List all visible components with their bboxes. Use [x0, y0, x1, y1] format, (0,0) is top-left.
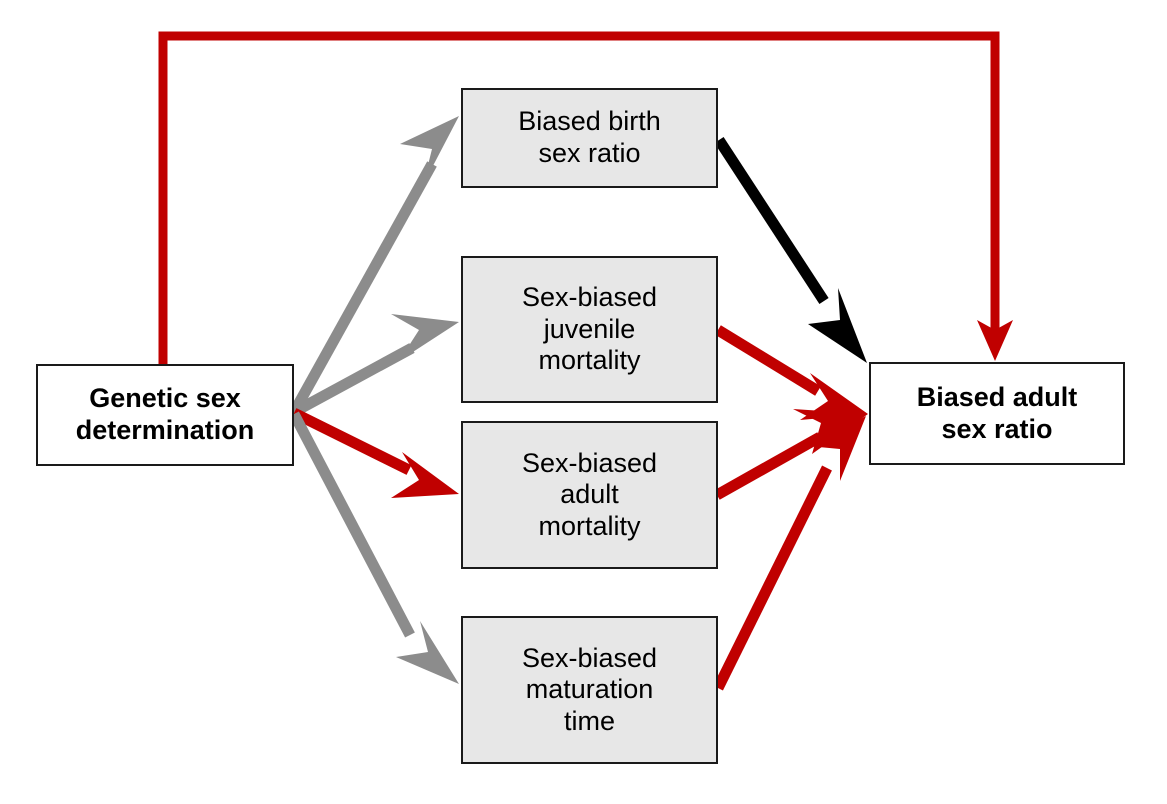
node-label: Biased adult sex ratio: [916, 381, 1078, 444]
node-sex-biased-juvenile-mortality[interactable]: Sex-biased juvenile mortality: [461, 256, 718, 403]
edge-maturation-to-asr: [713, 416, 866, 691]
edge-juvenile-to-asr: [715, 325, 868, 420]
node-genetic-sex-determination[interactable]: Genetic sex determination: [36, 364, 294, 466]
node-biased-adult-sex-ratio[interactable]: Biased adult sex ratio: [869, 362, 1125, 465]
edge-gsd-to-adult-mortality: [291, 408, 459, 498]
node-label: Sex-biased maturation time: [521, 642, 658, 736]
node-label: Sex-biased juvenile mortality: [521, 282, 658, 376]
edge-birth-to-asr: [714, 136, 867, 363]
node-label: Genetic sex determination: [75, 383, 255, 445]
edge-gsd-to-maturation: [289, 411, 459, 684]
edge-feedback-gsd-to-asr: [158, 31, 1013, 366]
node-label: Sex-biased adult mortality: [521, 447, 658, 541]
edge-gsd-to-birth: [289, 116, 459, 415]
node-sex-biased-adult-mortality[interactable]: Sex-biased adult mortality: [461, 421, 718, 569]
edge-adult-mortality-to-asr: [714, 409, 868, 500]
node-label: Biased birth sex ratio: [518, 106, 661, 168]
node-biased-birth-sex-ratio[interactable]: Biased birth sex ratio: [461, 88, 718, 188]
node-sex-biased-maturation-time[interactable]: Sex-biased maturation time: [461, 616, 718, 764]
edge-gsd-to-juvenile: [291, 314, 459, 417]
